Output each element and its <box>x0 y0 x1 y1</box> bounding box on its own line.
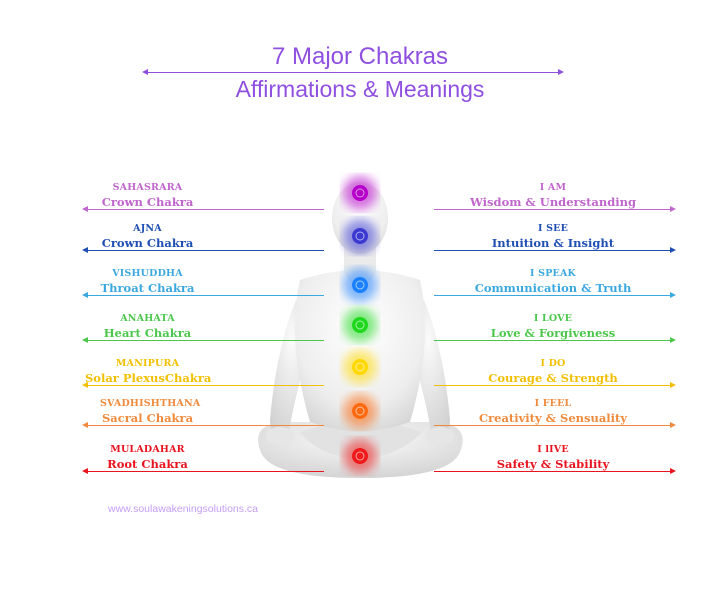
right-pointer-line <box>434 337 676 343</box>
left-pointer-line <box>82 247 324 253</box>
left-pointer-line <box>82 292 324 298</box>
chakra-name: Solar PlexusChakra <box>85 371 212 385</box>
chakra-name: Sacral Chakra <box>101 411 194 425</box>
chakra-name: Crown Chakra <box>101 236 194 250</box>
chakra-symbol-icon <box>352 185 368 201</box>
chakra-sanskrit-name: SVADHISHTHANA <box>100 398 201 409</box>
chakra-name: Root Chakra <box>107 457 188 471</box>
page-title: 7 Major Chakras <box>271 43 449 70</box>
chakra-symbol-icon <box>352 277 368 293</box>
website-link[interactable]: www.soulawakeningsolutions.ca <box>108 503 258 515</box>
chakra-meaning: Courage & Strength <box>488 371 618 385</box>
right-pointer-line <box>434 247 676 253</box>
chakra-symbol-icon <box>352 317 368 333</box>
chakra-symbol-ring <box>355 188 365 198</box>
chakra-symbol-ring <box>355 231 365 241</box>
chakra-symbol-ring <box>355 320 365 330</box>
chakra-affirmation: I AM <box>539 182 567 193</box>
chakra-symbol-icon <box>352 359 368 375</box>
right-pointer-line <box>434 422 676 428</box>
chakra-affirmation: I SPEAK <box>529 268 577 279</box>
chakra-meaning: Communication & Truth <box>474 281 632 295</box>
chakra-symbol-icon <box>352 228 368 244</box>
title-divider <box>142 69 564 75</box>
chakra-affirmation: I lIVE <box>537 444 569 455</box>
right-pointer-line <box>434 292 676 298</box>
right-pointer-line <box>434 206 676 212</box>
page-subtitle: Affirmations & Meanings <box>235 76 485 102</box>
chakra-name: Throat Chakra <box>100 281 195 295</box>
chakra-sanskrit-name: AJNA <box>133 223 162 234</box>
left-pointer-line <box>82 422 324 428</box>
chakra-sanskrit-name: ANAHATA <box>120 313 175 324</box>
chakra-symbol-ring <box>355 280 365 290</box>
left-pointer-line <box>82 206 324 212</box>
chakra-affirmation: I SEE <box>537 223 569 234</box>
right-pointer-line <box>434 382 676 388</box>
left-pointer-line <box>82 382 324 388</box>
chakra-meaning: Intuition & Insight <box>491 236 615 250</box>
chakra-meaning: Safety & Stability <box>496 457 610 471</box>
chakra-symbol-ring <box>355 362 365 372</box>
chakra-sanskrit-name: SAHASRARA <box>112 182 183 193</box>
left-pointer-line <box>82 468 324 474</box>
chakra-affirmation: I LOVE <box>533 313 573 324</box>
right-pointer-line <box>434 468 676 474</box>
chakra-meaning: Wisdom & Understanding <box>469 195 637 209</box>
left-pointer-line <box>82 337 324 343</box>
chakra-sanskrit-name: VISHUDDHA <box>112 268 183 279</box>
chakra-symbol-ring <box>355 451 365 461</box>
chakra-name: Crown Chakra <box>101 195 194 209</box>
meditating-figure-illustration <box>258 176 463 478</box>
chakra-name: Heart Chakra <box>103 326 192 340</box>
chakra-symbol-ring <box>355 406 365 416</box>
chakra-symbol-icon <box>352 448 368 464</box>
chakra-sanskrit-name: MULADAHAR <box>110 444 185 455</box>
chakra-symbol-icon <box>352 403 368 419</box>
chakra-affirmation: I DO <box>540 358 566 369</box>
chakra-meaning: Love & Forgiveness <box>490 326 616 340</box>
chakra-affirmation: I FEEL <box>534 398 572 409</box>
chakra-meaning: Creativity & Sensuality <box>478 411 628 425</box>
chakra-sanskrit-name: MANIPURA <box>115 358 180 369</box>
